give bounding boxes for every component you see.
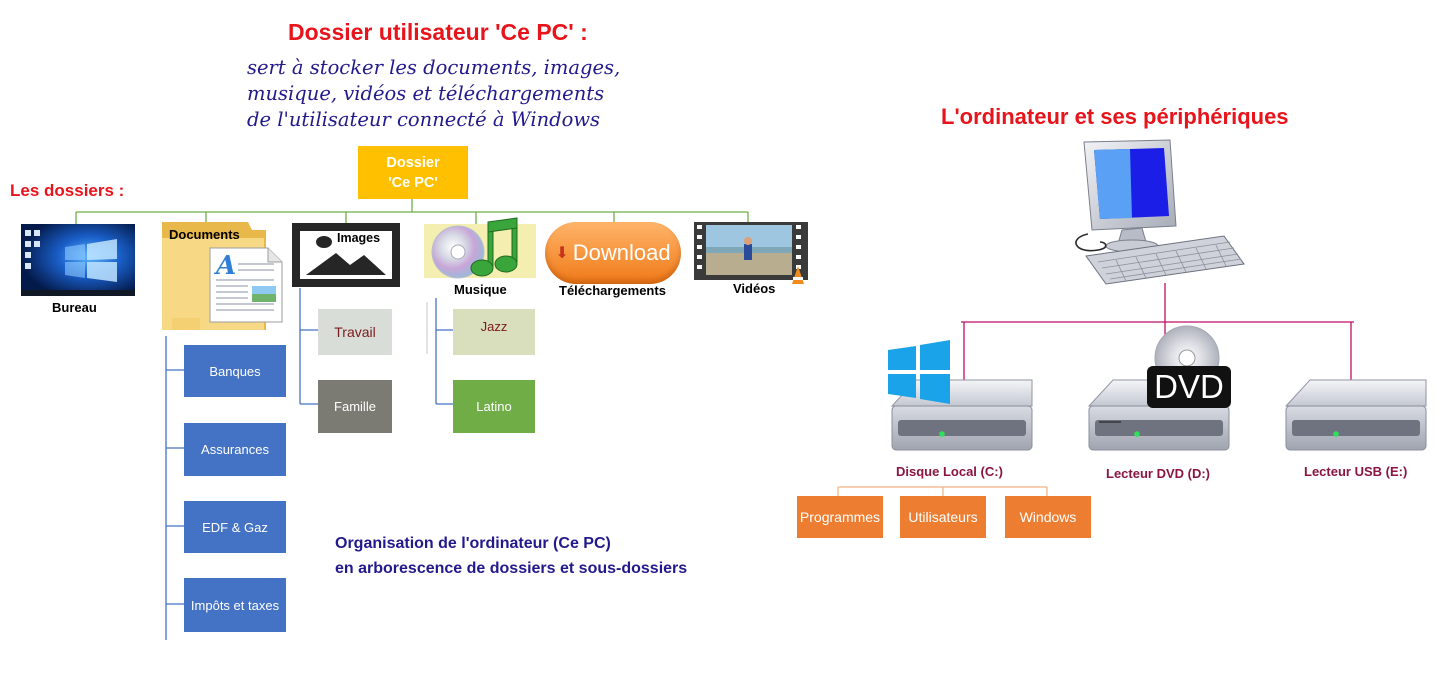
subfolder-edf-gaz[interactable]: EDF & Gaz <box>184 501 286 553</box>
left-title: Dossier utilisateur 'Ce PC' : <box>288 19 588 45</box>
subtitle-line-2: musique, vidéos et téléchargements <box>247 82 605 105</box>
subtitle-line-3: de l'utilisateur connecté à Windows <box>247 108 601 131</box>
root-folder-node[interactable]: Dossier 'Ce PC' <box>358 146 468 199</box>
images-picture-icon <box>292 223 400 287</box>
folder-label-documents: Documents <box>169 227 240 242</box>
left-subtitle: sert à stocker les documents, images, mu… <box>247 55 620 133</box>
documents-folder-icon: A <box>162 222 283 330</box>
music-cd-icon <box>424 217 536 279</box>
root-line-2: 'Ce PC' <box>388 174 438 191</box>
windows-drive-icon <box>888 340 1033 451</box>
download-button-text: Download <box>572 240 671 265</box>
subfolder-impots-taxes[interactable]: Impôts et taxes <box>184 578 286 632</box>
download-button-icon: ⬇ Download <box>545 222 681 284</box>
folder-label-musique: Musique <box>454 282 507 297</box>
subfolder-banques[interactable]: Banques <box>184 345 286 397</box>
drive-label-d: Lecteur DVD (D:) <box>1106 466 1211 481</box>
subfolder-famille[interactable]: Famille <box>318 380 392 433</box>
subfolder-travail[interactable]: Travail <box>318 309 392 355</box>
computer-icon <box>1075 139 1245 285</box>
folder-utilisateurs[interactable]: Utilisateurs <box>900 496 986 538</box>
folder-programmes[interactable]: Programmes <box>797 496 883 538</box>
video-film-icon <box>694 222 808 284</box>
download-arrow-icon: ⬇ <box>555 245 569 262</box>
desktop-screenshot-icon <box>21 224 135 296</box>
usb-drive-icon <box>1284 379 1427 451</box>
drive-label-c: Disque Local (C:) <box>896 464 1003 479</box>
folder-label-images: Images <box>337 231 381 245</box>
caption-line-1: Organisation de l'ordinateur (Ce PC) <box>335 535 611 552</box>
subfolder-jazz[interactable]: Jazz <box>453 309 535 355</box>
folder-windows[interactable]: Windows <box>1005 496 1091 538</box>
folder-label-videos: Vidéos <box>733 281 776 296</box>
root-line-1: Dossier <box>386 154 440 171</box>
svg-text:A: A <box>213 251 236 281</box>
right-title: L'ordinateur et ses périphériques <box>941 104 1289 129</box>
subfolder-latino[interactable]: Latino <box>453 380 535 433</box>
dvd-drive-icon <box>1087 325 1231 451</box>
section-label: Les dossiers : <box>10 181 125 200</box>
folder-label-bureau: Bureau <box>52 300 97 315</box>
subtitle-line-1: sert à stocker les documents, images, <box>247 56 621 79</box>
caption-line-2: en arborescence de dossiers et sous-doss… <box>335 560 688 577</box>
drive-label-e: Lecteur USB (E:) <box>1304 464 1408 479</box>
folder-label-telechargements: Téléchargements <box>559 283 666 298</box>
subfolder-assurances[interactable]: Assurances <box>184 423 286 476</box>
dvd-badge: DVD <box>1154 368 1224 405</box>
left-caption: Organisation de l'ordinateur (Ce PC) en … <box>335 531 687 581</box>
